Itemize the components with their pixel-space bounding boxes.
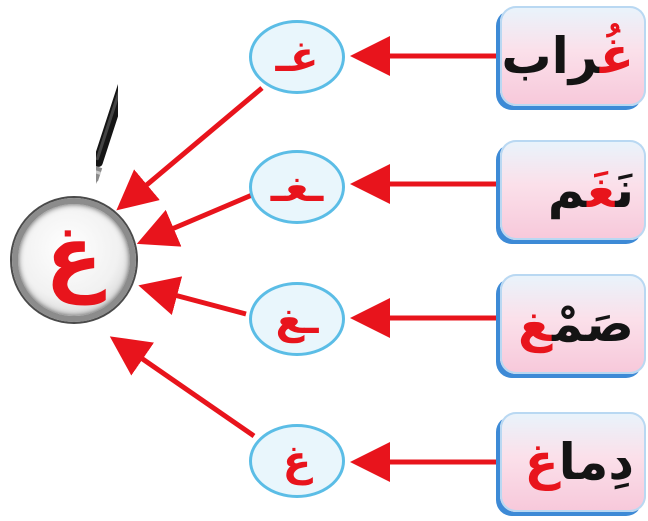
arrow-bubble-2-to-lens <box>136 192 253 247</box>
arrow-bubble-4-to-lens <box>109 336 256 439</box>
letter-form-bubble-1: غـ <box>249 20 345 94</box>
word-card-1: غُراب <box>500 6 646 106</box>
word-highlight: غَ <box>586 161 616 219</box>
word-text: نَغَم <box>547 161 634 219</box>
letter-form-bubble-2: ـغـ <box>249 150 345 224</box>
letter-form-initial: غـ <box>275 32 319 81</box>
arrow-bubble-3-to-lens <box>138 276 247 317</box>
letter-form-isolated: غ <box>282 436 312 485</box>
word-card-2: نَغَم <box>500 140 646 240</box>
magnifier-lens-icon: غ <box>12 198 136 322</box>
magnifier-letter: غ <box>45 207 103 305</box>
word-card-3: صَمْغ <box>500 274 646 374</box>
word-text: دِماغ <box>524 433 634 491</box>
arrow-bubble-1-to-lens <box>116 86 264 211</box>
word-highlight: غ <box>524 433 559 491</box>
word-highlight: غُ <box>599 27 634 85</box>
letter-form-medial: ـغـ <box>270 162 324 211</box>
letter-form-bubble-4: غ <box>249 424 345 498</box>
letter-form-bubble-3: ـغ <box>249 282 345 356</box>
word-card-4: دِماغ <box>500 412 646 512</box>
letter-form-final: ـغ <box>275 294 319 343</box>
word-text: صَمْغ <box>518 295 634 353</box>
magnifier-handle-icon <box>96 53 118 210</box>
word-highlight: غ <box>518 295 553 353</box>
word-text: غُراب <box>501 27 634 85</box>
